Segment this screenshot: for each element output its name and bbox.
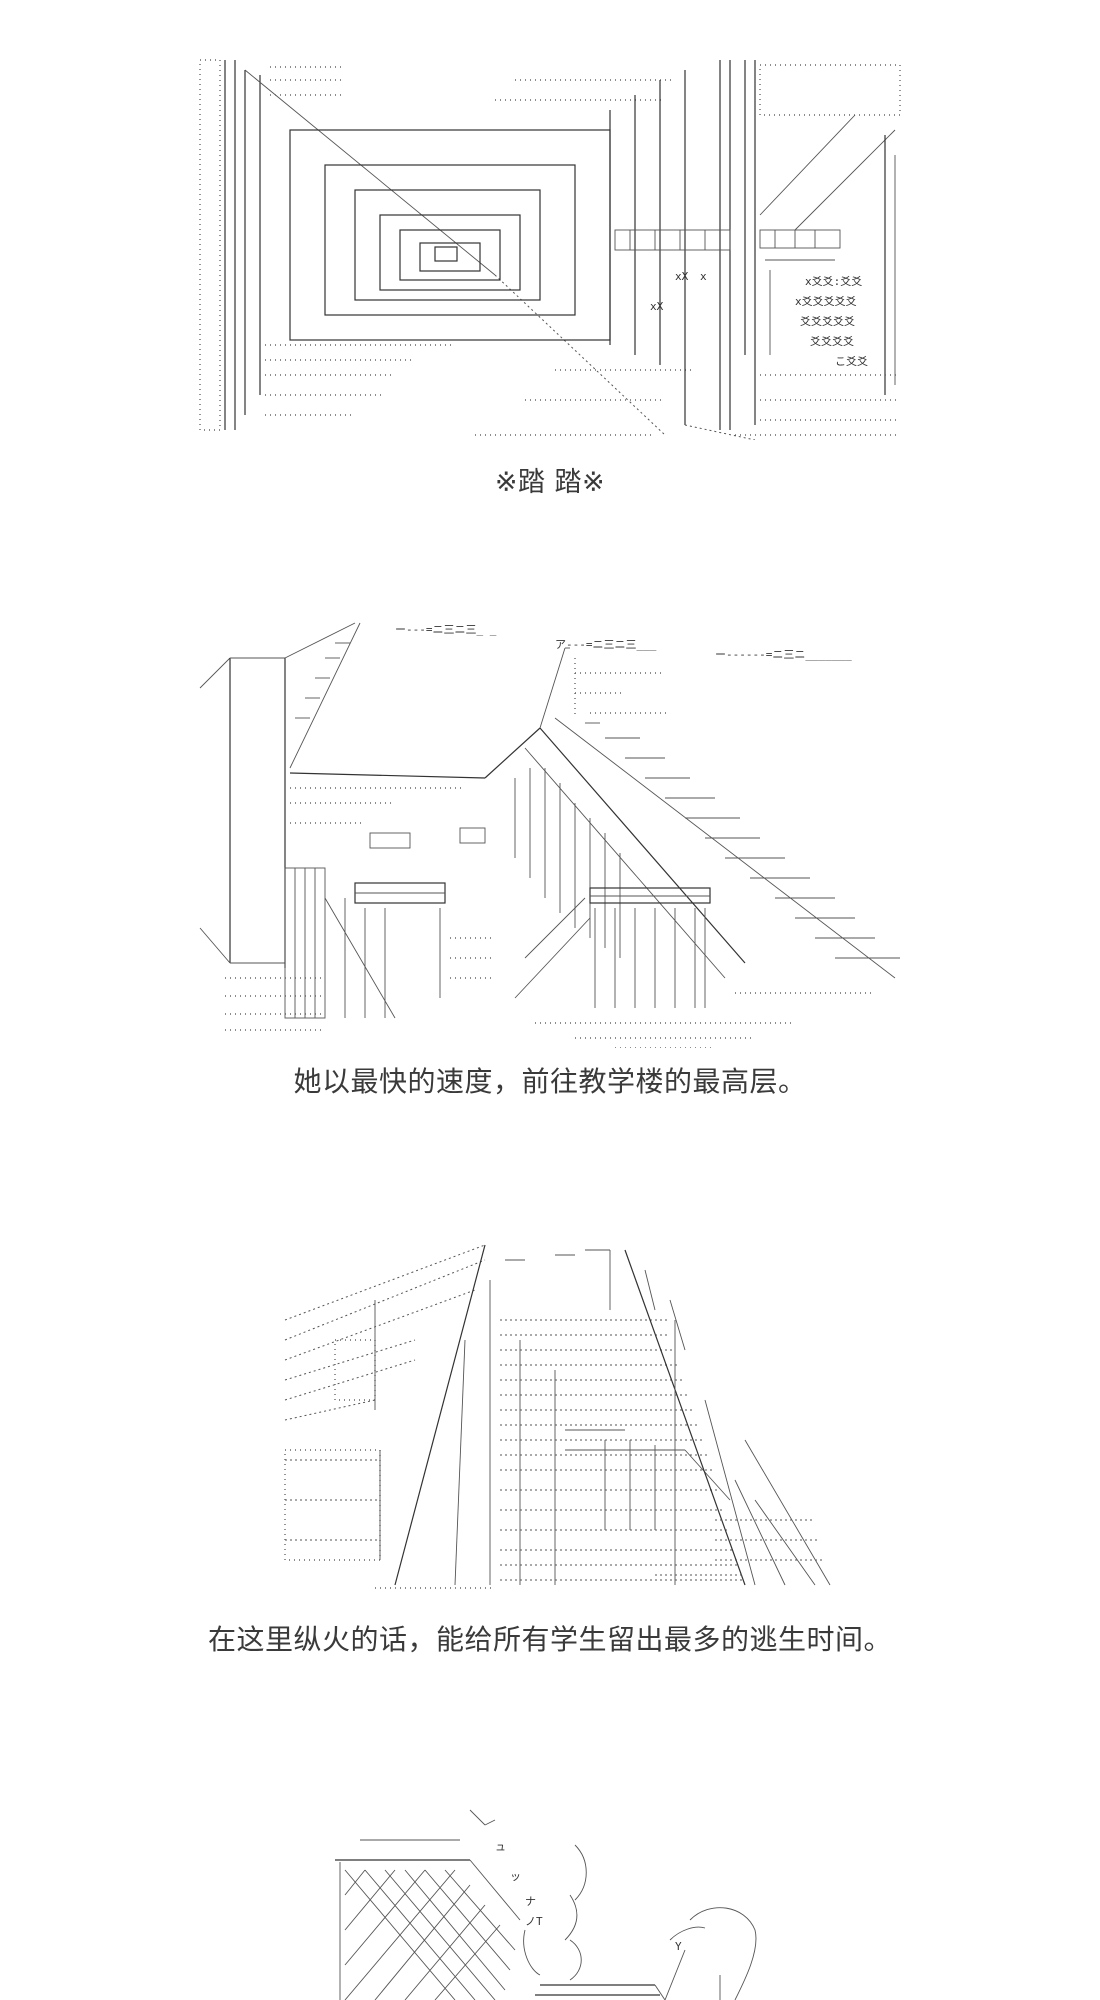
figure-ascii-art: ュ ッ ナ ノT Y	[325, 1800, 775, 2000]
svg-text:xX: xX	[675, 270, 689, 283]
hallway-caption: ※踏 踏※	[494, 467, 606, 498]
svg-text:x爻爻爻爻爻: x爻爻爻爻爻	[795, 295, 857, 308]
stairwell-caption: 在这里纵火的话，能给所有学生留出最多的逃生时间。	[207, 1623, 892, 1656]
svg-text:ー------=ニ三ニ_______: ー------=ニ三ニ_______	[715, 648, 852, 661]
svg-text:ノT: ノT	[525, 1915, 543, 1928]
hallway-ascii-art: xX x xX x爻爻:爻爻 x爻爻爻爻爻 爻爻爻爻爻 爻爻爻爻 こ爻爻	[195, 55, 905, 440]
svg-text:ュ: ュ	[495, 1840, 506, 1853]
stairwell-ascii-art	[275, 1240, 835, 1590]
svg-text:x: x	[700, 270, 707, 283]
svg-text:Y: Y	[675, 1940, 682, 1953]
svg-text:ア---=ニ三ニ三___: ア---=ニ三ニ三___	[555, 638, 657, 651]
svg-text:ナ: ナ	[525, 1895, 536, 1908]
svg-text:xX: xX	[650, 300, 664, 313]
svg-text:ッ: ッ	[510, 1870, 521, 1883]
stairs-ascii-art: ー---=ニ三ニ三_ _ ア---=ニ三ニ三___ ー------=ニ三ニ___…	[195, 618, 905, 1048]
svg-text:x爻爻:爻爻: x爻爻:爻爻	[805, 275, 862, 288]
svg-text:ー---=ニ三ニ三_ _: ー---=ニ三ニ三_ _	[395, 623, 497, 636]
svg-text:爻爻爻爻: 爻爻爻爻	[810, 335, 854, 348]
stairs-caption: 她以最快的速度，前往教学楼的最高层。	[293, 1065, 807, 1098]
svg-text:こ爻爻: こ爻爻	[835, 355, 868, 368]
svg-text:爻爻爻爻爻: 爻爻爻爻爻	[800, 315, 855, 328]
